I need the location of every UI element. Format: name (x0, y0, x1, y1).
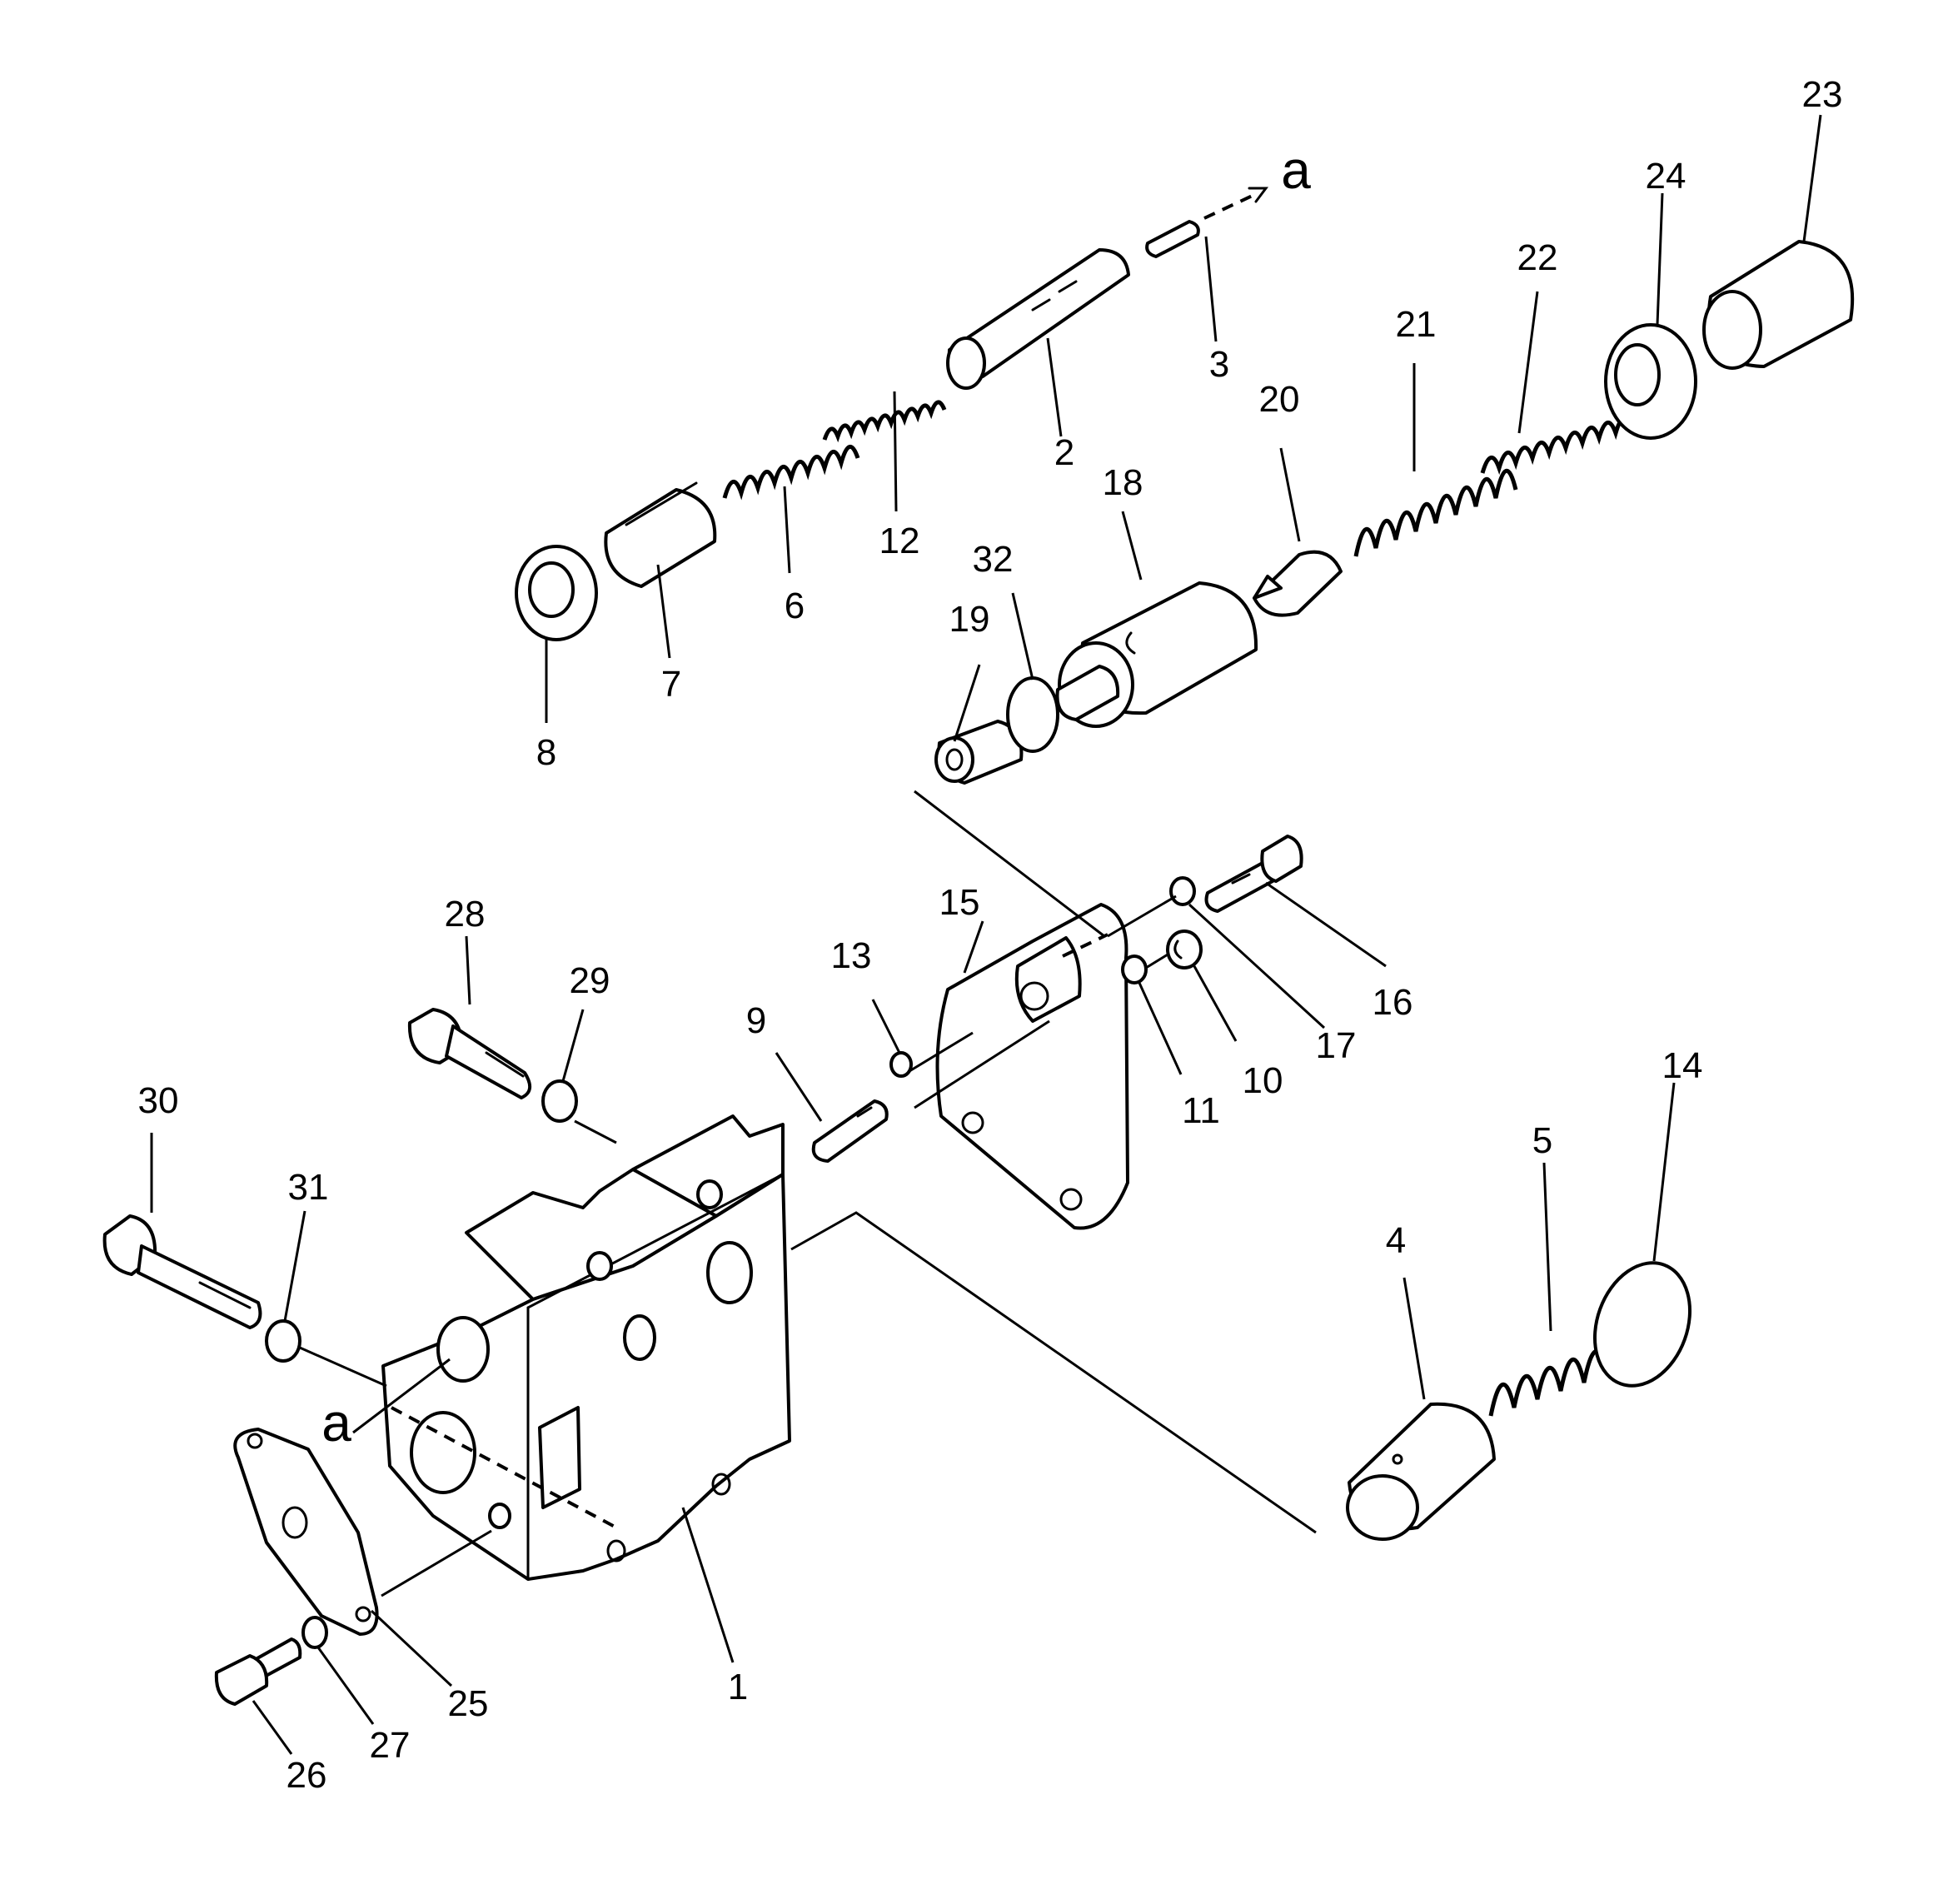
callout-labels: 1 2 3 4 5 6 7 8 9 10 11 12 13 14 15 16 1… (138, 74, 1843, 1796)
callout-14: 14 (1662, 1045, 1703, 1086)
callout-28: 28 (445, 894, 486, 935)
part-31-washer (265, 1319, 301, 1363)
callout-2: 2 (1054, 432, 1074, 473)
part-19-collar (934, 720, 1024, 785)
callout-30: 30 (138, 1080, 179, 1121)
part-12-spring (822, 400, 947, 443)
callout-27: 27 (370, 1725, 411, 1766)
callout-5: 5 (1532, 1120, 1552, 1161)
callout-25: 25 (448, 1683, 489, 1724)
part-32-o-ring (1006, 676, 1059, 753)
callout-9: 9 (746, 1000, 766, 1041)
part-23-cap (1702, 240, 1855, 370)
part-21-spring (1353, 469, 1518, 557)
callout-6: 6 (785, 586, 805, 626)
part-25-flange-cover (233, 1428, 379, 1636)
part-22-spring (1480, 416, 1635, 476)
callout-16: 16 (1373, 982, 1413, 1023)
part-7-plug (604, 481, 717, 588)
part-20-poppet (1253, 550, 1343, 617)
part-30-bolt (102, 1214, 262, 1329)
part-18-sleeve (1055, 581, 1258, 728)
part-3-pin (1145, 187, 1268, 258)
callout-19: 19 (949, 599, 990, 640)
callout-15: 15 (939, 882, 980, 923)
callout-17: 17 (1316, 1025, 1357, 1066)
callout-32: 32 (973, 539, 1014, 580)
callout-12: 12 (879, 521, 920, 561)
reference-a-body: a (321, 1393, 351, 1453)
part-17-washer (1169, 876, 1196, 906)
callout-26: 26 (286, 1755, 327, 1796)
callout-1: 1 (728, 1667, 748, 1707)
part-16-bolt (1204, 835, 1303, 913)
callout-23: 23 (1802, 74, 1843, 115)
part-27-washer (301, 1616, 328, 1649)
part-2-spool (946, 248, 1130, 390)
callout-4: 4 (1386, 1220, 1406, 1261)
callout-21: 21 (1396, 304, 1437, 345)
callout-11: 11 (1182, 1090, 1220, 1131)
callout-31: 31 (288, 1167, 329, 1208)
callout-8: 8 (536, 732, 556, 773)
callout-3: 3 (1209, 344, 1229, 385)
reference-a-top: a (1281, 140, 1311, 200)
part-13-o-ring (889, 1051, 913, 1078)
part-26-bolt (214, 1637, 302, 1706)
part-29-washer (541, 1079, 578, 1123)
callout-7: 7 (661, 664, 681, 705)
part-1-valve-body (381, 1114, 791, 1581)
part-11-washer (1121, 954, 1148, 984)
part-6-spring (722, 445, 860, 501)
callout-24: 24 (1646, 156, 1686, 197)
connection-lines (299, 790, 1317, 1597)
callout-10: 10 (1243, 1060, 1283, 1101)
leader-lines (150, 114, 1822, 1755)
callout-20: 20 (1259, 379, 1300, 420)
callout-13: 13 (831, 935, 872, 976)
callout-22: 22 (1517, 237, 1558, 278)
part-28-bolt (407, 1008, 531, 1099)
part-15-cover-plate (935, 903, 1129, 1230)
part-24-nut (1604, 323, 1697, 440)
part-14-o-ring (1592, 1261, 1692, 1388)
part-10-plug (1166, 930, 1203, 969)
part-8-nut (515, 545, 598, 641)
part-4-piston (1346, 1402, 1496, 1541)
callout-29: 29 (570, 960, 610, 1001)
part-9-plug (811, 1099, 889, 1163)
callout-18: 18 (1103, 462, 1143, 503)
